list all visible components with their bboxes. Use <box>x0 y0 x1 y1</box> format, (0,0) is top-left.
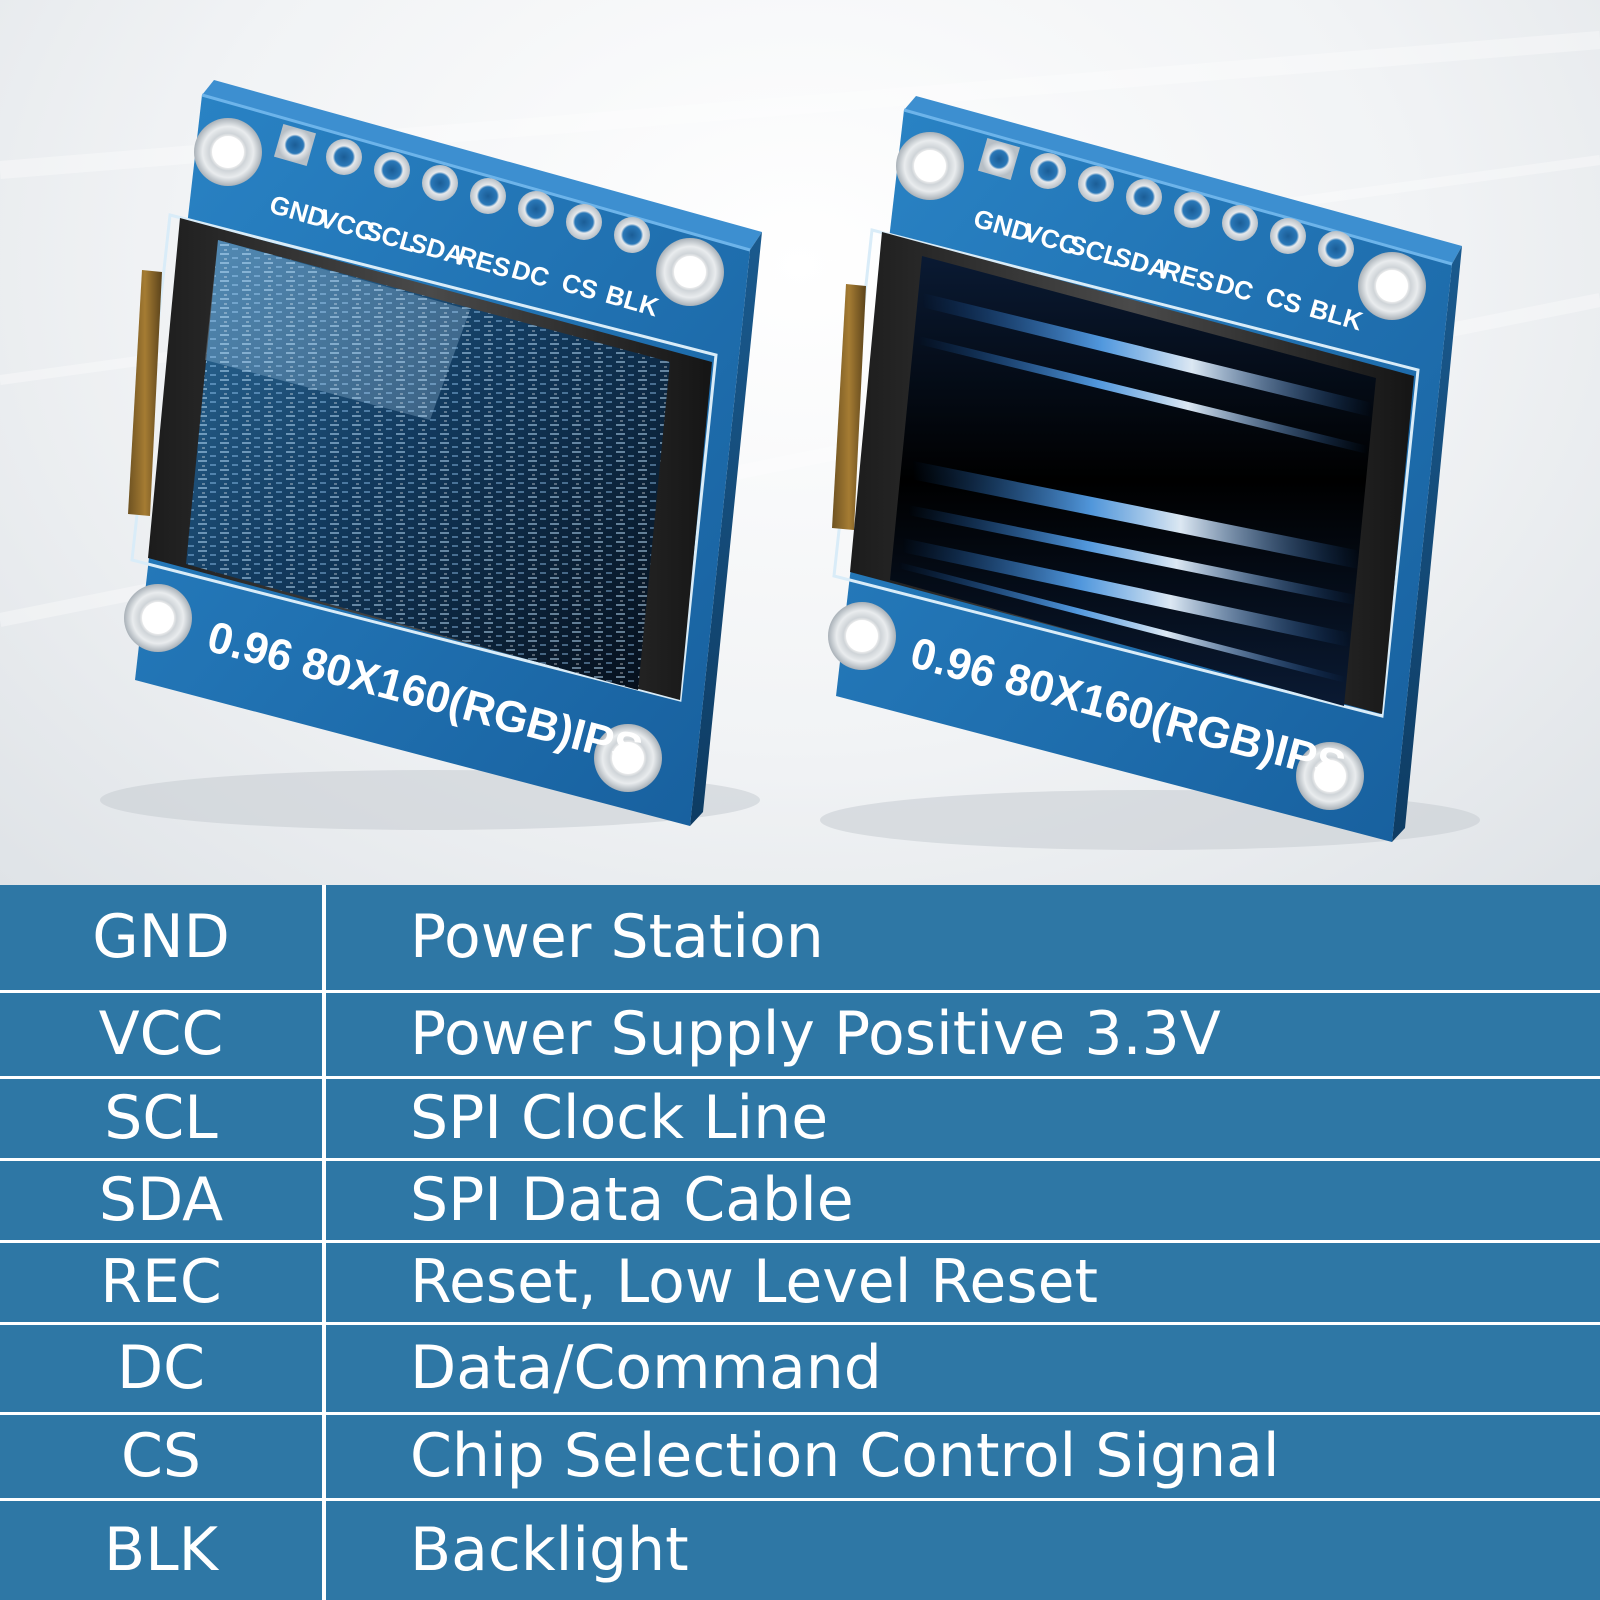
mounting-hole-icon <box>194 118 262 186</box>
mounting-hole-icon <box>656 238 724 306</box>
table-row: DC Data/Command <box>0 1323 1600 1415</box>
pin-name: GND <box>0 885 326 993</box>
pin-name: BLK <box>0 1499 326 1600</box>
pin-name: VCC <box>0 991 326 1079</box>
pin-description: Power Supply Positive 3.3V <box>324 991 1600 1079</box>
fpc-connector <box>128 270 162 516</box>
light-streaks <box>897 293 1374 683</box>
lcd-modules-illustration: GND VCC SCL SDA RES DC CS BLK 0.96 80X16… <box>0 40 1600 850</box>
mounting-hole-icon <box>124 584 192 652</box>
fpc-connector <box>832 284 866 530</box>
mounting-hole-icon <box>594 724 662 792</box>
pin-name: DC <box>0 1323 326 1415</box>
mounting-hole-icon <box>828 602 896 670</box>
pin-description: SPI Clock Line <box>324 1077 1600 1161</box>
product-photo: GND VCC SCL SDA RES DC CS BLK 0.96 80X16… <box>0 0 1600 885</box>
pin-description: Backlight <box>410 1515 689 1586</box>
pin-description: Chip Selection Control Signal <box>324 1413 1600 1501</box>
pin-header <box>977 137 1354 267</box>
table-row: VCC Power Supply Positive 3.3V <box>0 991 1600 1079</box>
lcd-module-left: GND VCC SCL SDA RES DC CS BLK 0.96 80X16… <box>124 80 762 826</box>
pin-header <box>273 123 650 253</box>
pin-name: SCL <box>0 1077 326 1161</box>
pin-description: Reset, Low Level Reset <box>324 1241 1600 1325</box>
mounting-hole-icon <box>1358 252 1426 320</box>
pin-name: CS <box>0 1413 326 1501</box>
table-row: SCL SPI Clock Line <box>0 1077 1600 1161</box>
table-row: BLK Backlight <box>0 1499 1600 1600</box>
pin-name: REC <box>0 1241 326 1325</box>
table-row: CS Chip Selection Control Signal <box>0 1413 1600 1501</box>
table-row: REC Reset, Low Level Reset <box>0 1241 1600 1325</box>
table-row: GND Power Station <box>0 885 1600 993</box>
mounting-hole-icon <box>1296 742 1364 810</box>
lcd-module-right: GND VCC SCL SDA RES DC CS BLK 0.9 <box>828 96 1462 842</box>
pin-definition-table: GND Power Station VCC Power Supply Posit… <box>0 885 1600 1600</box>
pin-description: Power Station <box>324 885 1600 993</box>
pin-name: SDA <box>0 1159 326 1243</box>
pin-description: Data/Command <box>324 1323 1600 1415</box>
pin-description: SPI Data Cable <box>324 1159 1600 1243</box>
mounting-hole-icon <box>896 132 964 200</box>
table-row: SDA SPI Data Cable <box>0 1159 1600 1243</box>
